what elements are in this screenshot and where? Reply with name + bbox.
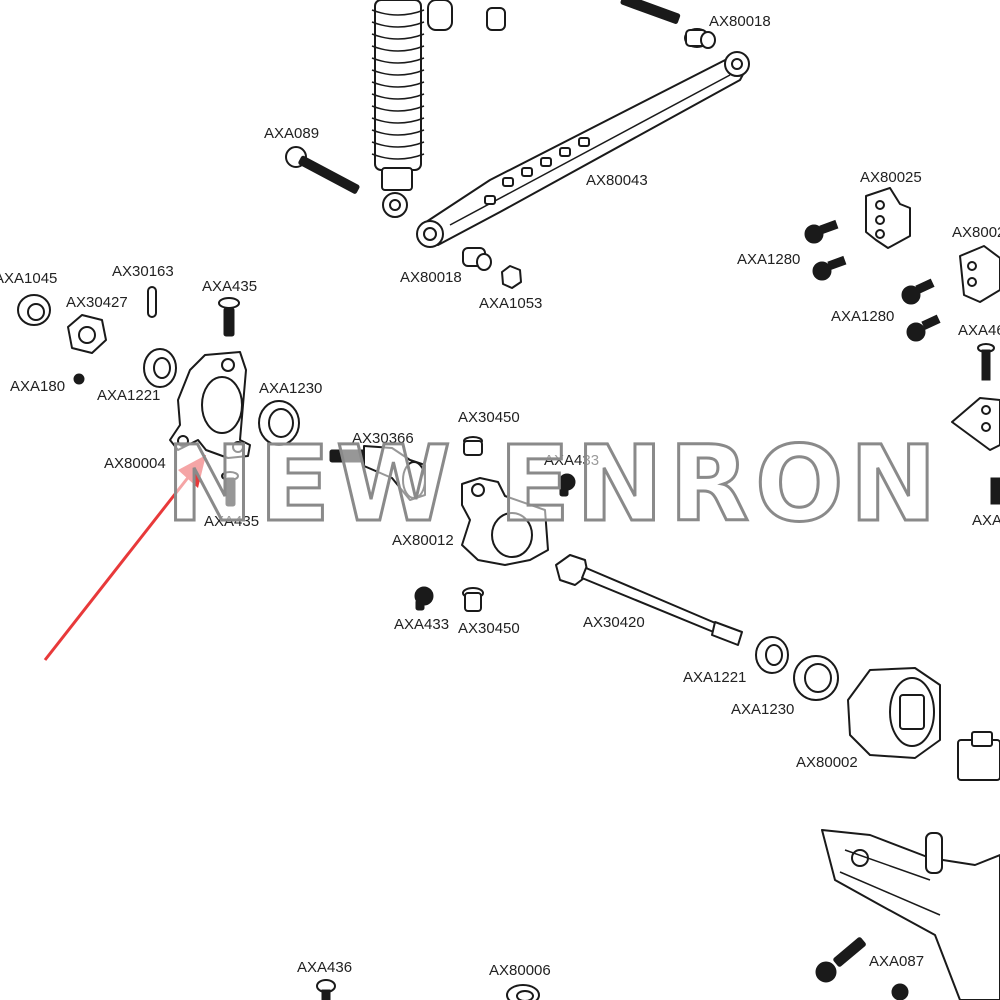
bushing-ax30450-bottom: [462, 587, 484, 612]
part-label-ax80043: AX80043: [586, 172, 648, 189]
part-label-ax80018a: AX80018: [709, 13, 771, 30]
screw-axax: [990, 477, 1000, 505]
bushing-ax80018-bottom: [462, 247, 492, 271]
part-label-axa089: AXA089: [264, 125, 319, 142]
part-label-axa436: AXA436: [297, 959, 352, 976]
part-label-axa433b: AXA433: [394, 616, 449, 633]
red-arrow: [43, 455, 206, 661]
part-label-axa433a: AXA433: [544, 452, 599, 469]
set-screw-axa180: [73, 373, 85, 385]
c-hub-ax80012: [461, 477, 549, 566]
bearing-axa1221-right: [755, 636, 789, 674]
part-label-ax30366: AX30366: [352, 430, 414, 447]
part-label-axa180: AXA180: [10, 378, 65, 395]
part-label-axa1230a: AXA1230: [259, 380, 322, 397]
screws-axa1280: [804, 219, 941, 342]
bearing-axa1230-right: [793, 655, 839, 701]
bolt-axa087: [815, 937, 909, 1000]
pin-ax30163: [147, 286, 157, 318]
screw-axa435-bottom: [221, 471, 239, 507]
part-label-axa1221a: AXA1221: [97, 387, 160, 404]
bearing-axa1221-left: [143, 348, 177, 388]
part-label-ax80012: AX80012: [392, 532, 454, 549]
part-label-ax80002: AX80002: [796, 754, 858, 771]
part-label-ax30163: AX30163: [112, 263, 174, 280]
screw-axa435-top: [218, 297, 240, 337]
part-label-axa1230b: AXA1230: [731, 701, 794, 718]
part-label-ax80025: AX80025: [860, 169, 922, 186]
plate-right: [951, 397, 1000, 451]
part-label-axa46x: AXA46: [958, 322, 1000, 339]
part-label-ax80004: AX80004: [104, 455, 166, 472]
part-label-axa087: AXA087: [869, 953, 924, 970]
screw-axa433-bottom: [414, 586, 434, 611]
bushing-axa1045: [17, 294, 51, 326]
drive-shaft-ax30420: [555, 554, 743, 646]
axle-housing: [821, 829, 1000, 1000]
part-label-ax30420: AX30420: [583, 614, 645, 631]
link-ax80043: [416, 51, 750, 248]
axle-ax30366: [329, 445, 426, 501]
bushing-ax30450-top: [463, 436, 483, 456]
part-label-axa1221b: AXA1221: [683, 669, 746, 686]
bushing: [486, 7, 506, 31]
part-label-ax8002x: AX8002: [952, 224, 1000, 241]
part-label-ax30450a: AX30450: [458, 409, 520, 426]
part-label-axax: AXA: [972, 512, 1000, 529]
bushing-ax80018-top: [684, 28, 716, 49]
shock-absorber: [371, 0, 453, 218]
steering-knuckle-ax80004: [169, 351, 251, 459]
part-label-axa1045: AXA1045: [0, 270, 57, 287]
bolt-axa089: [285, 146, 360, 194]
part-label-axa435a: AXA435: [202, 278, 257, 295]
part-label-ax30427: AX30427: [66, 294, 128, 311]
watermark-text: NEW ENRON: [166, 423, 943, 545]
gear-block: [957, 731, 1000, 781]
bracket-ax8002x: [959, 245, 1000, 303]
part-label-ax80018b: AX80018: [400, 269, 462, 286]
part-label-axa435b: AXA435: [204, 513, 259, 530]
part-label-axa1280a: AXA1280: [737, 251, 800, 268]
nut-axa1053: [501, 265, 522, 289]
part-label-axa1280b: AXA1280: [831, 308, 894, 325]
screw-axa436: [316, 979, 336, 1000]
part-ax80006: [506, 984, 540, 1000]
carrier-ax80002: [847, 667, 941, 759]
part-label-axa1053: AXA1053: [479, 295, 542, 312]
screw-axa46x: [977, 343, 995, 381]
bolt-top: [620, 0, 681, 24]
screw-axa433-top: [558, 473, 576, 497]
bearing-axa1230-left: [258, 400, 300, 446]
part-label-ax80006: AX80006: [489, 962, 551, 979]
part-label-ax30450b: AX30450: [458, 620, 520, 637]
hex-ax30427: [67, 314, 107, 354]
bracket-ax80025: [865, 187, 911, 249]
